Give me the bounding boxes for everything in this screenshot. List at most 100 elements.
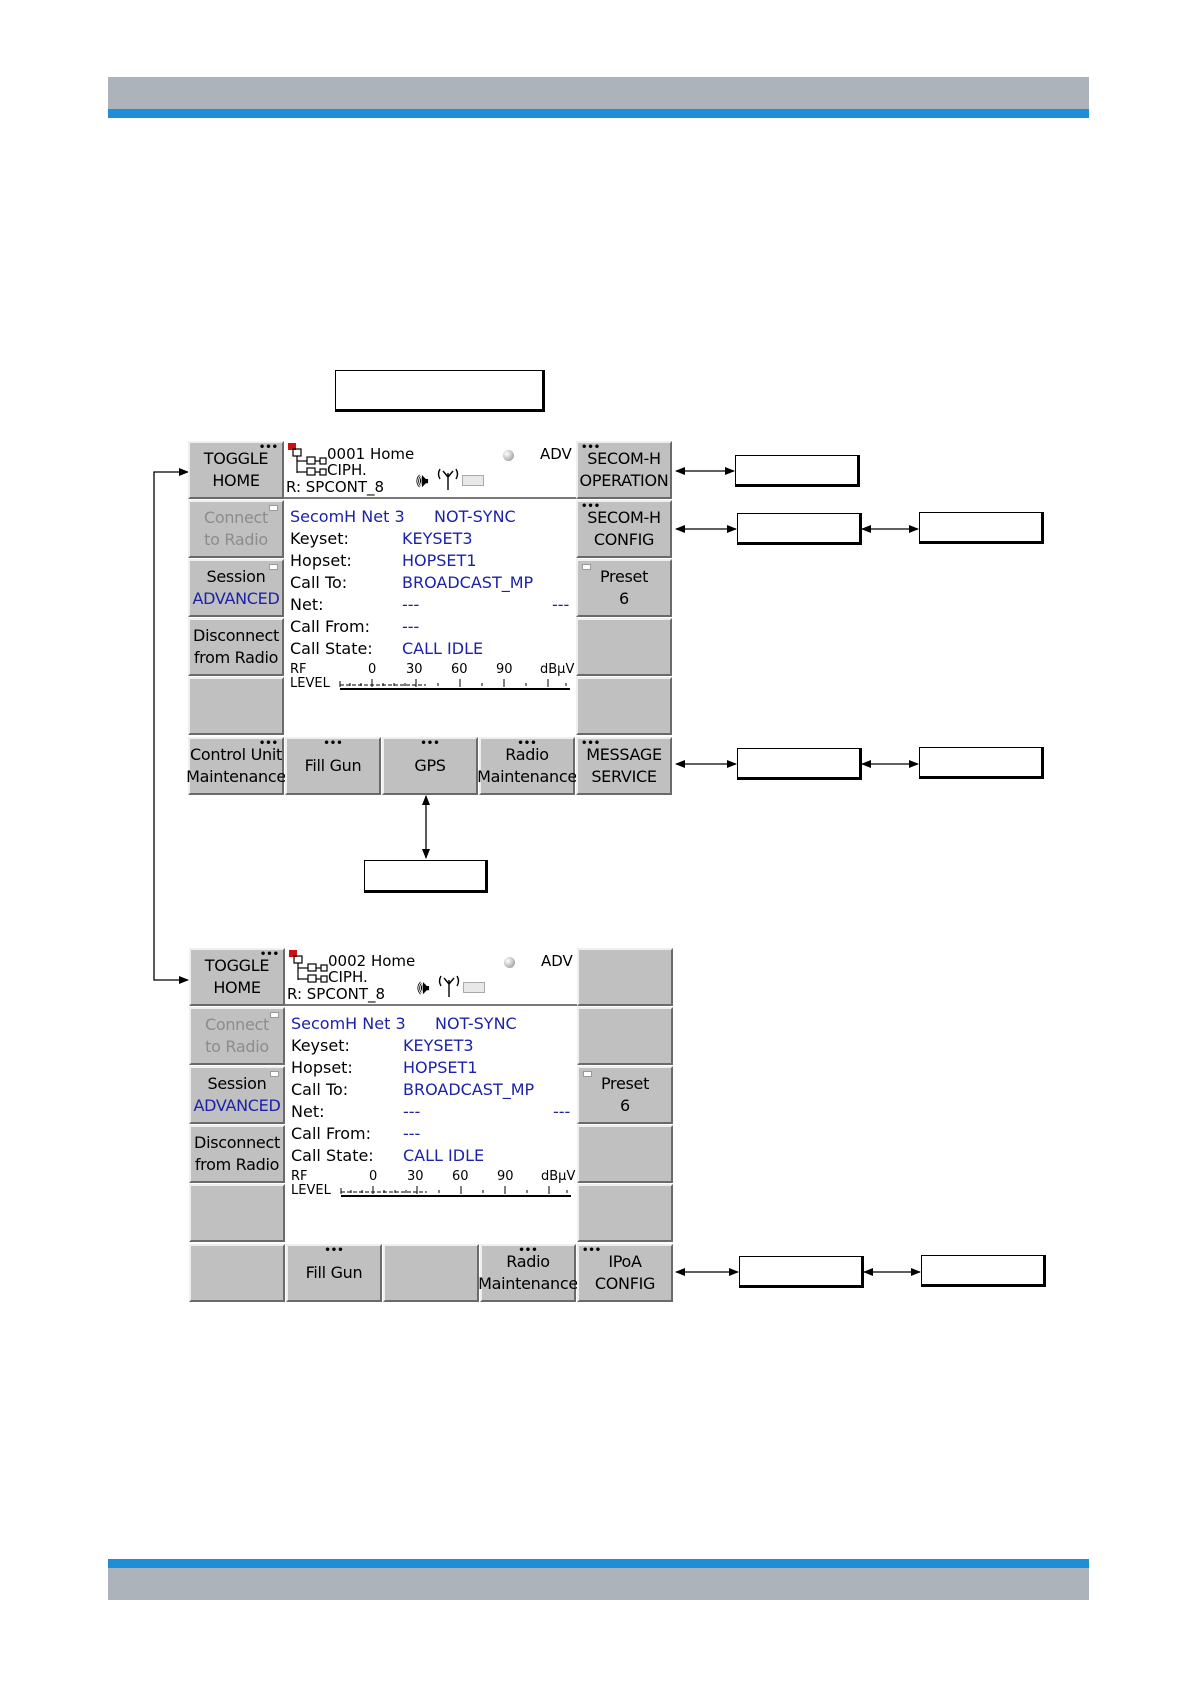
- toggle-indicator-icon: [583, 1071, 592, 1077]
- hopset-label: Hopset:: [290, 551, 352, 570]
- radio-status-panel: SecomH Net 3 NOT-SYNC Keyset: KEYSET3 Ho…: [285, 1006, 577, 1244]
- secom-h-operation-button[interactable]: •••SECOM-H OPERATION: [576, 441, 672, 499]
- keyset-value: KEYSET3: [403, 1036, 474, 1055]
- net-value: ---: [403, 1102, 421, 1121]
- button-label-line1: IPoA: [608, 1252, 642, 1271]
- call-state-label: Call State:: [290, 639, 373, 658]
- submenu-dots-icon: •••: [582, 1245, 602, 1256]
- call-state-label: Call State:: [291, 1146, 374, 1165]
- hopset-label: Hopset:: [291, 1058, 353, 1077]
- rf-label: RF: [291, 1169, 308, 1184]
- call-from-label: Call From:: [290, 617, 370, 636]
- submenu-dots-icon: •••: [581, 738, 601, 749]
- button-label-line1: Radio: [506, 1252, 550, 1271]
- net-name: SecomH Net 3: [291, 1014, 406, 1033]
- label-box-ipoa-config-sub: [921, 1255, 1046, 1287]
- button-label-line2: CONFIG: [594, 1274, 656, 1293]
- control-unit-screen-1: 0001 Home CIPH. R: SPCONT_8 ADV 🕪 SecomH…: [186, 441, 672, 795]
- bottom_buttons-softkey-3[interactable]: [383, 1244, 479, 1302]
- page-header-accent: [108, 109, 1089, 118]
- net-label: Net:: [291, 1102, 325, 1121]
- call-state-value: CALL IDLE: [403, 1146, 485, 1165]
- left_buttons-softkey-5[interactable]: [188, 677, 284, 735]
- button-label-line1: Preset: [600, 1074, 650, 1093]
- arrow-toggle-home: [153, 468, 189, 984]
- speaker-icon: 🕪: [417, 975, 430, 999]
- gps-button[interactable]: •••GPS: [382, 737, 478, 795]
- call-from-value: ---: [403, 1124, 421, 1143]
- fill-gun-button[interactable]: •••Fill Gun: [285, 737, 381, 795]
- submenu-dots-icon: •••: [517, 738, 537, 749]
- rf-tick-60: 60: [451, 662, 468, 677]
- label-box-message-service: [737, 748, 862, 780]
- connect-to-radio-button[interactable]: Connect to Radio: [188, 500, 284, 558]
- ipoa-config-button[interactable]: ••• IPoA CONFIG: [577, 1244, 673, 1302]
- submenu-dots-icon: •••: [581, 442, 601, 453]
- rf-tick-90: 90: [496, 662, 513, 677]
- button-label-line1: SECOM-H: [587, 449, 661, 468]
- submenu-dots-icon: •••: [259, 949, 279, 960]
- call-to-label: Call To:: [290, 573, 348, 592]
- button-label-line1: Connect: [203, 508, 269, 527]
- net-value-secondary: ---: [553, 1102, 571, 1121]
- label-box-secom-config-sub: [919, 512, 1044, 544]
- keyset-value: KEYSET3: [402, 529, 473, 548]
- call-state-value: CALL IDLE: [402, 639, 484, 658]
- label-box-secom-operation: [735, 455, 860, 487]
- button-label-line1: Session: [206, 567, 266, 586]
- toggle-indicator-icon: [582, 564, 591, 570]
- button-label-line2: HOME: [213, 978, 261, 997]
- button-label-line1: Disconnect: [194, 1133, 280, 1152]
- button-label-line1: Fill Gun: [305, 1263, 363, 1282]
- rf-tick-0: 0: [368, 662, 377, 677]
- right_buttons-softkey-5[interactable]: [577, 1184, 673, 1242]
- right_buttons-softkey-4[interactable]: [577, 1125, 673, 1183]
- rf-unit: dBµV: [540, 662, 575, 677]
- button-label-line2: ADVANCED: [192, 589, 280, 608]
- button-label-line2: to Radio: [204, 530, 268, 549]
- button-label-line1: Control Unit: [190, 745, 282, 764]
- rf-scale: [339, 679, 570, 690]
- fill-gun-button[interactable]: •••Fill Gun: [286, 1244, 382, 1302]
- rf-tick-90: 90: [497, 1169, 514, 1184]
- button-label-line1: TOGGLE: [203, 449, 269, 468]
- bottom_buttons-softkey-1[interactable]: [189, 1244, 285, 1302]
- submenu-dots-icon: •••: [581, 501, 601, 512]
- submenu-dots-icon: •••: [518, 1245, 538, 1256]
- right_buttons-softkey-2[interactable]: [577, 1007, 673, 1065]
- button-label-line2: OPERATION: [579, 471, 669, 490]
- call-to-label: Call To:: [291, 1080, 349, 1099]
- antenna-icon: [437, 468, 459, 490]
- call-to-value: BROADCAST_MP: [402, 573, 534, 592]
- right_buttons-softkey-1[interactable]: [577, 948, 673, 1006]
- status-bar: 0002 Home CIPH. R: SPCONT_8 ADV 🕪: [285, 948, 577, 1006]
- sync-state: NOT-SYNC: [435, 1014, 517, 1033]
- right_buttons-softkey-5[interactable]: [576, 677, 672, 735]
- right_buttons-softkey-4[interactable]: [576, 618, 672, 676]
- button-label-line1: SECOM-H: [587, 508, 661, 527]
- button-label-line1: Session: [207, 1074, 267, 1093]
- left_buttons-softkey-5[interactable]: [189, 1184, 285, 1242]
- rf-level-meter: RF LEVEL 0 30 60 90 dBµV: [284, 661, 576, 711]
- button-label-line2: Maintenance: [477, 767, 577, 786]
- submenu-dots-icon: •••: [258, 442, 278, 453]
- submenu-dots-icon: •••: [258, 738, 278, 749]
- call-from-label: Call From:: [291, 1124, 371, 1143]
- network-tree-icon: [292, 448, 327, 476]
- rf-tick-0: 0: [369, 1169, 378, 1184]
